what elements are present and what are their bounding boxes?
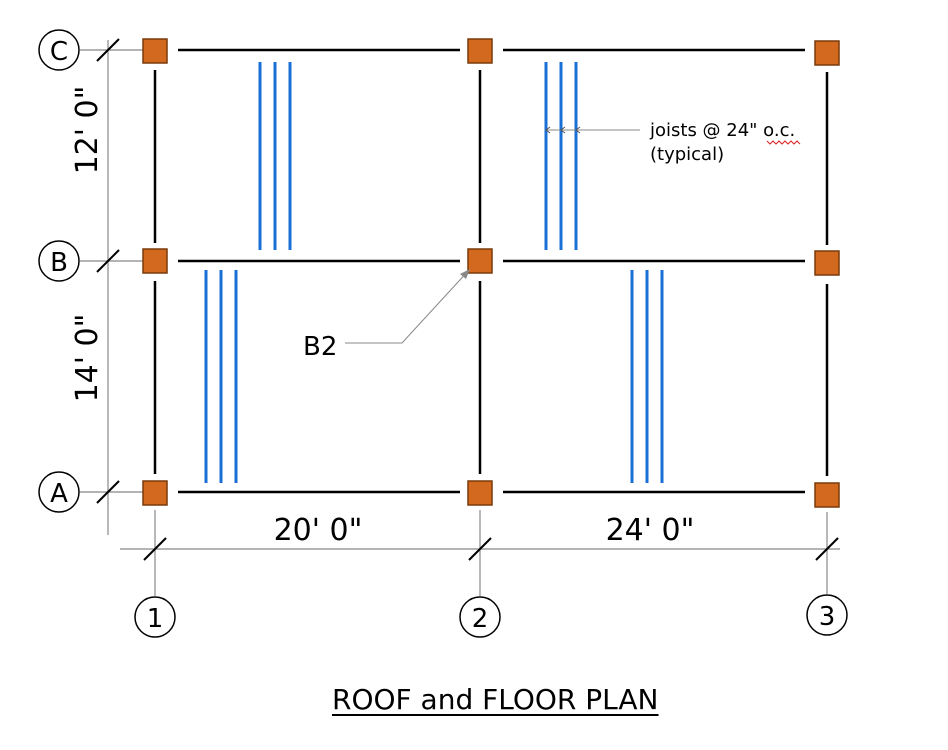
joist-group-c-b-1-2 xyxy=(258,62,292,250)
column-bubbles: 1 2 3 xyxy=(134,594,848,638)
dimension-lines xyxy=(80,40,840,596)
column-c1 xyxy=(142,38,168,64)
beam-b2-arrowhead xyxy=(460,269,470,279)
grid-bubble-col-1: 1 xyxy=(134,596,176,638)
grid-bubble-row-c: C xyxy=(38,29,80,71)
beams xyxy=(153,48,829,494)
column-b3 xyxy=(814,250,840,276)
beam-b2-leader xyxy=(345,268,471,344)
joist-group-c-b-2-3 xyxy=(544,62,578,250)
joist-callout-line2: (typical) xyxy=(650,144,724,165)
dimension-ticks xyxy=(96,38,839,561)
grid-label-col-1: 1 xyxy=(147,604,164,634)
joist-group-b-a-1-2 xyxy=(204,270,238,483)
dimension-label-14ft: 14' 0" xyxy=(70,314,105,403)
dimension-label-20ft: 20' 0" xyxy=(274,513,363,548)
joist-callout-arrows xyxy=(545,126,581,134)
column-c3 xyxy=(814,40,840,66)
joists xyxy=(204,62,664,483)
plan-title: ROOF and FLOOR PLAN xyxy=(332,683,659,716)
column-b1 xyxy=(142,248,168,274)
grid-bubble-col-2: 2 xyxy=(459,596,501,638)
tick-row-b xyxy=(96,249,120,273)
grid-bubble-row-b: B xyxy=(38,240,80,282)
beam-b2-label: B2 xyxy=(303,332,337,362)
tick-col-3 xyxy=(815,537,839,561)
tick-col-2 xyxy=(468,537,492,561)
tick-row-a xyxy=(96,480,120,504)
row-bubbles: C B A xyxy=(38,29,80,513)
joist-callout: joists @ 24" o.c. (typical) xyxy=(545,120,801,165)
grid-bubble-col-3: 3 xyxy=(806,594,848,636)
grid-label-row-c: C xyxy=(50,37,68,67)
column-a2 xyxy=(467,480,493,506)
tick-row-c xyxy=(96,38,120,62)
beam-b2-callout: B2 xyxy=(303,268,471,362)
grid-label-col-3: 3 xyxy=(819,602,836,632)
joist-group-b-a-2-3 xyxy=(630,270,664,483)
spell-check-squiggle xyxy=(766,140,801,145)
column-a3 xyxy=(814,482,840,508)
dimension-label-24ft: 24' 0" xyxy=(606,513,695,548)
column-a1 xyxy=(142,480,168,506)
dimension-label-12ft: 12' 0" xyxy=(70,86,105,175)
joist-callout-line1: joists @ 24" o.c. xyxy=(649,120,795,141)
grid-label-row-b: B xyxy=(50,248,68,278)
grid-label-row-a: A xyxy=(50,479,68,509)
roof-floor-plan-drawing: C B A 1 2 3 12' 0" 14' 0" 20' 0" 24' 0" xyxy=(38,29,848,638)
grid-label-col-2: 2 xyxy=(472,604,489,634)
column-c2 xyxy=(467,38,493,64)
columns xyxy=(142,38,840,508)
tick-col-1 xyxy=(143,537,167,561)
grid-bubble-row-a: A xyxy=(38,471,80,513)
column-b2 xyxy=(467,248,493,274)
